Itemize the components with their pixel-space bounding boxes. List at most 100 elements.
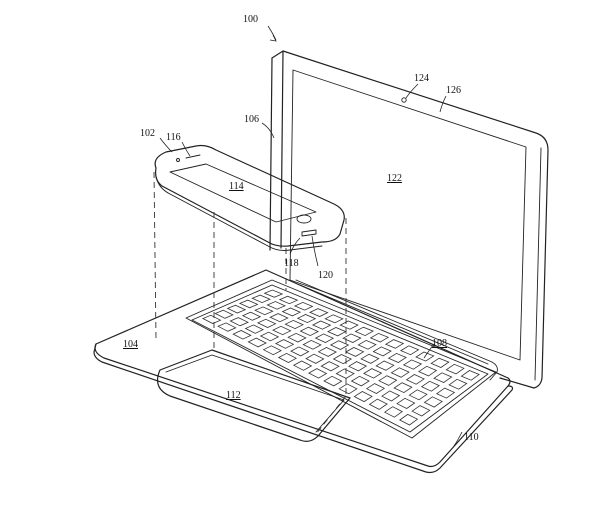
base-housing xyxy=(93,269,514,474)
keyboard-key xyxy=(339,320,359,330)
keyboard-key xyxy=(400,345,420,356)
keyboard-key xyxy=(332,354,353,365)
keyboard-key xyxy=(430,357,450,368)
keyboard-key xyxy=(375,360,395,371)
label-base-housing: 104 xyxy=(123,339,138,350)
keyboard-key xyxy=(241,311,262,321)
keyboard-key xyxy=(287,332,307,343)
keyboard-key xyxy=(275,339,295,349)
keyboard-key xyxy=(411,405,431,417)
keyboard-key xyxy=(381,390,401,402)
keyboard-key xyxy=(317,347,337,357)
keyboard-key xyxy=(314,333,335,343)
keyboard-key xyxy=(369,332,390,343)
keyboard-key xyxy=(393,382,413,394)
keyboard-key xyxy=(327,327,347,337)
keyboard-key xyxy=(383,406,403,418)
keyboard-key xyxy=(259,331,280,342)
phone-home-button xyxy=(296,214,312,224)
keyboard-key xyxy=(229,317,249,327)
keyboard-key xyxy=(345,347,365,357)
keyboard-key xyxy=(277,352,298,363)
label-device-assembly: 100 xyxy=(243,14,258,25)
keyboard-key xyxy=(420,380,440,392)
keyboard-key xyxy=(244,324,265,334)
keyboard-key xyxy=(363,368,383,379)
keyboard-key xyxy=(269,313,289,323)
keyboard-key xyxy=(320,361,340,372)
phone-speaker xyxy=(185,154,201,159)
keyboard-key xyxy=(436,387,456,399)
keyboard-key xyxy=(365,383,386,394)
keyboard-key xyxy=(226,304,247,314)
label-phone-connector: 120 xyxy=(318,270,333,281)
keyboard-key xyxy=(378,375,398,386)
keyboard-key xyxy=(323,375,343,387)
keyboard-key xyxy=(405,374,425,385)
keyboard-key xyxy=(311,320,332,330)
phone xyxy=(154,144,345,251)
keyboard-key xyxy=(433,372,453,383)
keyboard-key xyxy=(399,413,419,426)
keyboard-keys xyxy=(201,289,480,426)
keyboard-key xyxy=(448,378,468,390)
label-phone: 102 xyxy=(140,128,155,139)
keyboard-key xyxy=(445,363,465,375)
keyboard-key xyxy=(278,295,299,305)
phone-connector xyxy=(301,229,317,237)
keyboard-key xyxy=(308,368,328,379)
camera xyxy=(401,97,407,103)
label-bezel: 126 xyxy=(446,85,461,96)
keyboard-key xyxy=(305,353,325,364)
keyboard-key xyxy=(335,368,355,379)
keyboard-key xyxy=(309,308,329,317)
keyboard-key xyxy=(353,391,373,403)
label-phone-cavity: 112 xyxy=(226,390,241,401)
keyboard-key xyxy=(338,383,358,395)
keyboard-key xyxy=(354,326,375,337)
keyboard-key xyxy=(266,301,286,310)
keyboard-key xyxy=(238,299,259,309)
keyboard-key xyxy=(272,325,292,336)
keyboard-key xyxy=(232,330,252,340)
keyboard-key xyxy=(350,375,370,387)
keyboard xyxy=(185,279,497,439)
keyboard-key xyxy=(342,333,362,343)
keyboard-key xyxy=(460,370,480,381)
reference-numerals: 100 102 104 106 108 110 112 114 116 118 … xyxy=(123,14,479,443)
keyboard-key xyxy=(423,396,443,408)
label-laptop-display: 122 xyxy=(387,173,402,184)
keyboard-key xyxy=(402,359,423,370)
keyboard-key xyxy=(262,345,282,356)
keyboard-key xyxy=(292,360,313,371)
keyboard-key xyxy=(296,314,317,324)
phone-cavity xyxy=(157,349,351,442)
keyboard-key xyxy=(396,397,416,409)
label-display-housing: 106 xyxy=(244,114,259,125)
keyboard-key xyxy=(302,339,322,350)
laptop-display xyxy=(289,69,527,361)
keyboard-key xyxy=(284,319,304,330)
keyboard-key xyxy=(254,306,274,316)
leader-lines xyxy=(159,25,463,447)
keyboard-key xyxy=(384,339,405,349)
keyboard-key xyxy=(418,365,438,377)
keyboard-key xyxy=(256,318,277,328)
keyboard-key xyxy=(217,322,237,332)
keyboard-key xyxy=(299,326,320,337)
phone-screen xyxy=(169,163,317,223)
keyboard-key xyxy=(390,367,410,378)
keyboard-key xyxy=(290,346,310,357)
keyboard-key xyxy=(329,340,350,350)
keyboard-key xyxy=(251,294,271,304)
keyboard-key xyxy=(201,314,222,324)
keyboard-key xyxy=(324,314,344,324)
keyboard-key xyxy=(214,309,234,319)
label-base-edge: 110 xyxy=(464,432,479,443)
keyboard-key xyxy=(347,361,368,372)
keyboard-key xyxy=(360,353,380,364)
keyboard-key xyxy=(372,346,392,357)
keyboard-key xyxy=(281,307,302,317)
